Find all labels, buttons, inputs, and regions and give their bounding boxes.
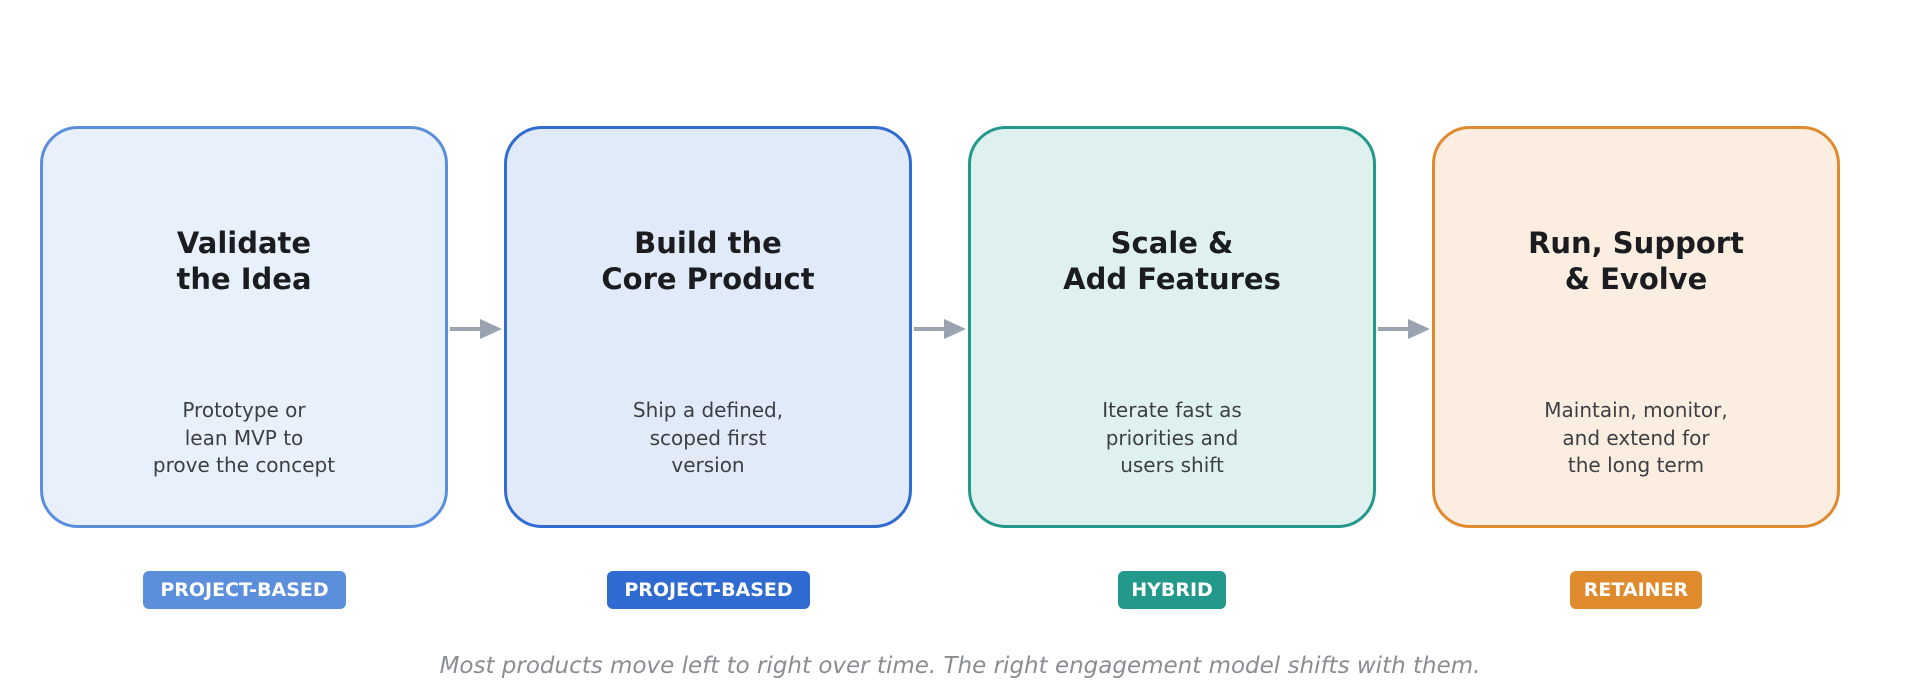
stage-card-validate: Validate the Idea Prototype or lean MVP … — [40, 126, 448, 528]
arrow-right-icon — [914, 319, 966, 339]
stage-title: Build the Core Product — [601, 226, 815, 296]
caption: Most products move left to right over ti… — [439, 653, 1481, 679]
stage-title: Run, Support & Evolve — [1528, 226, 1744, 296]
stage-card-scale: Scale & Add Features Iterate fast as pri… — [968, 126, 1376, 528]
stage-description: Prototype or lean MVP to prove the conce… — [152, 398, 336, 477]
stage-description: Iterate fast as priorities and users shi… — [1102, 398, 1242, 477]
stage-card-build: Build the Core Product Ship a defined, s… — [504, 126, 912, 528]
engagement-badge: PROJECT-BASED — [607, 571, 810, 609]
engagement-badge: HYBRID — [1118, 571, 1226, 609]
arrow-right-icon — [450, 319, 502, 339]
stage-description: Ship a defined, scoped first version — [632, 398, 784, 477]
arrow-right-icon — [1378, 319, 1430, 339]
stage-title: Validate the Idea — [176, 226, 312, 296]
stage-card-run: Run, Support & Evolve Maintain, monitor,… — [1432, 126, 1840, 528]
engagement-badge: RETAINER — [1570, 571, 1702, 609]
stage-description: Maintain, monitor, and extend for the lo… — [1544, 398, 1728, 477]
engagement-badge: PROJECT-BASED — [143, 571, 346, 609]
stage-title: Scale & Add Features — [1063, 226, 1281, 296]
